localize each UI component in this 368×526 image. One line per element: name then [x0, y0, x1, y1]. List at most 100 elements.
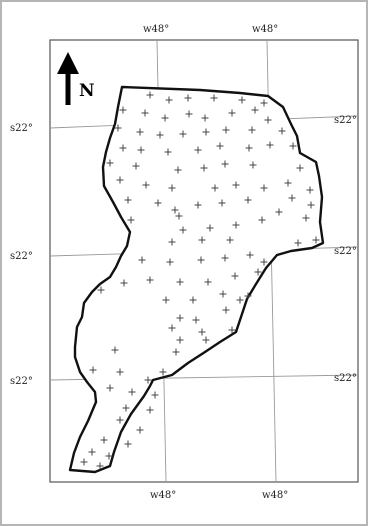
sample-point	[172, 348, 180, 356]
sample-point	[228, 109, 236, 117]
sample-point	[138, 256, 146, 264]
sample-point	[144, 376, 152, 384]
sample-point	[114, 124, 122, 132]
sample-point	[238, 96, 246, 104]
sample-point	[198, 236, 206, 244]
sample-point	[284, 179, 292, 187]
sample-point	[136, 128, 144, 136]
right-label-1: s22°	[334, 115, 357, 126]
sample-point	[221, 254, 229, 262]
study-area-outline	[68, 85, 325, 474]
sample-point	[168, 238, 176, 246]
sample-point	[236, 296, 244, 304]
sample-point	[168, 184, 176, 192]
sample-point	[100, 436, 108, 444]
sample-point	[141, 109, 149, 117]
sample-point	[200, 164, 208, 172]
sample-point	[136, 426, 144, 434]
sample-point	[189, 296, 197, 304]
left-label-1: s22°	[10, 123, 33, 134]
sample-point	[176, 314, 184, 322]
sample-point	[161, 114, 169, 122]
sample-point	[218, 199, 226, 207]
sample-point	[142, 181, 150, 189]
left-label-2: s22°	[10, 251, 33, 262]
sample-point	[165, 96, 173, 104]
top-label-1: w48°	[143, 24, 169, 35]
sample-point	[210, 94, 218, 102]
sample-point	[185, 110, 193, 118]
sample-point	[192, 316, 200, 324]
sample-point	[202, 128, 210, 136]
sample-point	[231, 272, 239, 280]
sample-point	[219, 290, 227, 298]
sample-point	[162, 296, 170, 304]
sample-point	[306, 186, 314, 194]
sample-point	[294, 239, 302, 247]
sample-point	[288, 194, 296, 202]
sample-point	[122, 404, 130, 412]
sample-point	[211, 184, 219, 192]
sample-point	[105, 452, 113, 460]
north-label: N	[79, 81, 95, 101]
sample-point	[194, 201, 202, 209]
sample-point	[151, 391, 159, 399]
sample-point	[127, 216, 135, 224]
sample-point	[275, 208, 283, 216]
sample-points	[80, 91, 320, 470]
sample-point	[194, 146, 202, 154]
sample-point	[124, 440, 132, 448]
sample-point	[164, 148, 172, 156]
sample-point	[197, 256, 205, 264]
north-arrow-head-icon	[57, 52, 79, 74]
sample-point	[260, 258, 268, 266]
sample-point	[226, 236, 234, 244]
sample-point	[264, 116, 272, 124]
right-label-2: s22°	[334, 246, 357, 257]
sample-point	[302, 214, 310, 222]
sample-point	[232, 181, 240, 189]
sample-point	[124, 196, 132, 204]
sample-point	[116, 368, 124, 376]
sample-point	[266, 141, 274, 149]
sample-point	[106, 159, 114, 167]
left-label-3: s22°	[10, 376, 33, 387]
sample-point	[111, 346, 119, 354]
sample-point	[156, 131, 164, 139]
sample-point	[258, 216, 266, 224]
sample-point	[80, 458, 88, 466]
sample-point	[171, 206, 179, 214]
sample-point	[176, 278, 184, 286]
sample-point	[296, 164, 304, 172]
sample-point	[251, 106, 259, 114]
sample-point	[106, 384, 114, 392]
sample-point	[221, 160, 229, 168]
sample-point	[166, 258, 174, 266]
sample-point	[206, 224, 214, 232]
sample-point	[184, 94, 192, 102]
sample-point	[228, 326, 236, 334]
sample-point	[246, 251, 254, 259]
sample-point	[232, 221, 240, 229]
bottom-label-1: w48°	[150, 490, 176, 501]
top-label-2: w48°	[252, 24, 278, 35]
sample-point	[132, 162, 140, 170]
sample-point	[307, 201, 315, 209]
sample-point	[204, 278, 212, 286]
sample-point	[159, 368, 167, 376]
sample-point	[146, 276, 154, 284]
sample-point	[289, 142, 297, 150]
sample-point	[312, 236, 320, 244]
sample-point	[175, 212, 183, 220]
sample-point	[216, 142, 224, 150]
sample-point	[168, 324, 176, 332]
sample-point	[222, 306, 230, 314]
sample-point	[96, 462, 104, 470]
north-arrow-shaft	[65, 72, 71, 105]
sample-point	[88, 448, 96, 456]
sample-point	[116, 176, 124, 184]
sample-point	[128, 388, 136, 396]
sample-point	[201, 114, 209, 122]
sample-point	[222, 126, 230, 134]
